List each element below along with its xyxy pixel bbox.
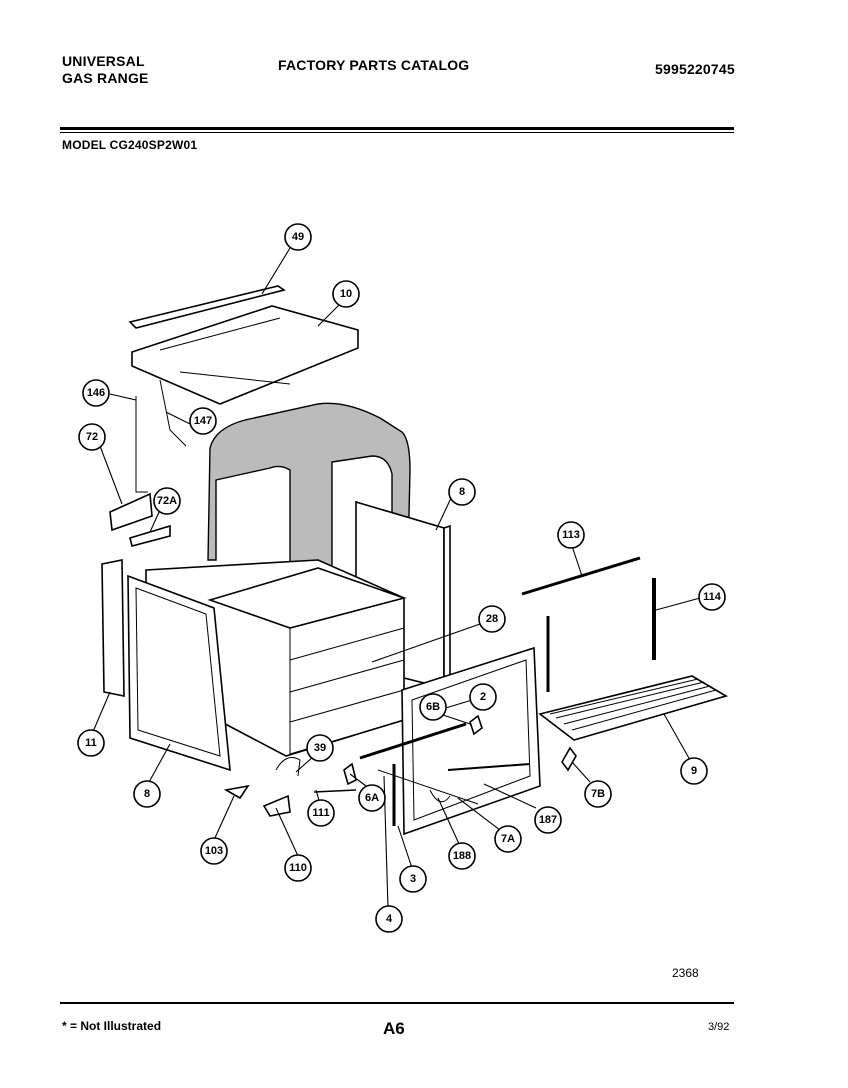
part-7b [561,746,577,772]
callout-label: 3 [410,873,416,885]
part-wire-146 [135,396,148,493]
callout-label: 7B [591,788,605,800]
brand-line-2: GAS RANGE [62,70,149,86]
footer-rule [60,1002,734,1004]
callout-label: 188 [453,850,471,862]
model-number: MODEL CG240SP2W01 [62,138,198,152]
callout-146: 146 [82,379,110,407]
part-rod-113 [521,556,641,596]
part-110 [262,794,291,817]
callout-label: 72 [86,431,98,443]
callout-label: 147 [194,415,212,427]
part-top-rail [128,285,286,329]
callout-113: 113 [557,521,585,549]
callout-label: 4 [386,913,393,925]
callout-103: 103 [200,837,228,865]
part-6a-rail [359,722,467,760]
callout-2: 2 [469,683,497,711]
part-111 [313,789,357,793]
callout-label: 103 [205,845,223,857]
callout-8-right: 8 [448,478,476,506]
catalog-part-number: 5995220745 [655,61,735,77]
callout-label: 39 [314,742,326,754]
callout-9: 9 [680,757,708,785]
callout-6b: 6B [419,693,447,721]
callout-10: 10 [332,280,360,308]
brand-line-1: UNIVERSAL [62,53,145,69]
callout-label: 187 [539,814,557,826]
callout-188: 188 [448,842,476,870]
part-bracket-72a [129,524,171,547]
part-187 [447,763,531,771]
callout-label: 11 [85,737,97,749]
callout-7a: 7A [494,825,522,853]
callout-label: 113 [562,529,580,541]
header-rule-thin [60,132,734,133]
catalog-date: 3/92 [708,1021,730,1033]
header-rule [60,127,734,130]
callout-6a: 6A [358,784,386,812]
callout-label: 6B [426,701,440,713]
part-side-panel-left [127,574,231,772]
figure-number: 2368 [672,966,699,980]
callout-label: 72A [157,495,177,507]
callout-label: 8 [144,788,150,800]
part-39 [275,757,301,777]
callout-49: 49 [284,223,312,251]
part-top-panel [131,305,359,405]
callout-label: 6A [365,792,379,804]
callout-7b: 7B [584,780,612,808]
callout-label: 111 [312,807,329,819]
callout-label: 146 [87,387,105,399]
callout-label: 8 [459,486,465,498]
catalog-title: FACTORY PARTS CATALOG [278,57,470,73]
callout-72: 72 [78,423,106,451]
callout-label: 7A [501,833,515,845]
callout-11: 11 [77,729,105,757]
callout-4: 4 [375,905,403,933]
callout-111: 111 [307,799,335,827]
callout-72a: 72A [153,487,181,515]
callout-label: 9 [691,765,697,777]
part-bracket-72 [109,492,153,532]
callout-110: 110 [284,854,312,882]
callout-39: 39 [306,734,334,762]
part-side-panel-right-edge [443,524,451,689]
part-insulation [207,402,411,575]
brand: UNIVERSAL GAS RANGE [62,53,149,87]
part-wire-147 [159,379,187,447]
part-6b [469,714,483,736]
not-illustrated-note: * = Not Illustrated [62,1019,162,1033]
callout-147: 147 [189,407,217,435]
callout-28: 28 [478,605,506,633]
callout-label: 28 [486,613,498,625]
callout-3: 3 [399,865,427,893]
callout-8-left: 8 [133,780,161,808]
part-oven-rack [538,675,729,741]
part-trim-11 [101,559,125,697]
callout-label: 49 [292,231,304,243]
callout-187: 187 [534,806,562,834]
callout-label: 2 [480,691,486,703]
page-number: A6 [383,1019,405,1038]
callout-114: 114 [698,583,726,611]
callout-label: 10 [340,288,352,300]
callout-label: 114 [703,591,722,603]
callout-label: 110 [289,862,307,874]
part-103 [223,784,250,800]
